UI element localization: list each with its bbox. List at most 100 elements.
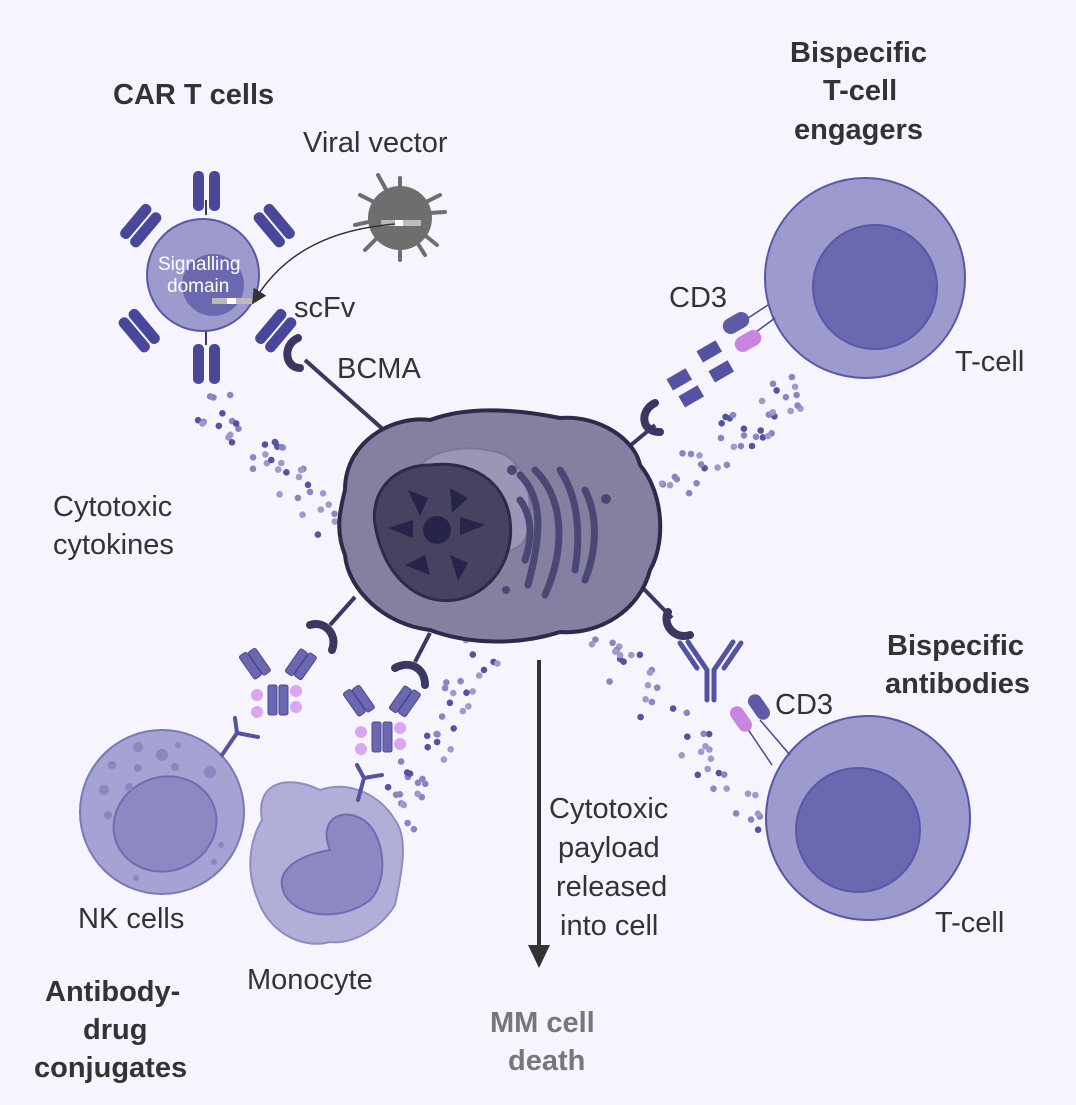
cytokine-dot — [705, 730, 713, 738]
car-receptors — [118, 171, 297, 384]
cytokine-dot — [754, 810, 762, 817]
cytokine-dot — [469, 688, 477, 695]
cytokine-dot — [459, 707, 467, 715]
monocyte-nucleus — [280, 813, 384, 916]
cytokine-dot — [715, 769, 723, 777]
mm-cell — [337, 408, 663, 644]
cytokine-dot — [740, 425, 748, 433]
cytokine-dot — [679, 450, 686, 457]
cytokine-dot — [410, 825, 418, 833]
monocyte — [249, 684, 421, 945]
adc-molecule-icon — [238, 647, 317, 718]
cytokine-dot — [648, 698, 656, 706]
cytokine-dot — [706, 746, 713, 753]
cytokine-dot — [791, 383, 799, 391]
cytokine-dot — [685, 489, 693, 497]
cytokine-dot — [441, 684, 449, 692]
cytokine-dot — [737, 442, 745, 450]
bite-title-1: Bispecific — [790, 37, 927, 69]
cytokine-dot — [465, 703, 472, 710]
cytokine-dot — [331, 510, 338, 518]
bcma-hook-icon — [640, 399, 664, 436]
cytokine-dot — [268, 456, 275, 464]
cytokine-dot — [718, 420, 725, 427]
signalling-domain-label-1: Signalling — [158, 254, 241, 275]
cytokine-dot — [653, 684, 661, 691]
car-t-cell — [118, 171, 297, 384]
cytokine-dot — [732, 810, 740, 817]
cytokine-dot — [434, 731, 441, 738]
cytokine-dot — [278, 459, 285, 467]
cytokine-dot — [606, 678, 613, 685]
cytokine-dot — [642, 696, 649, 703]
cytokine-dot — [740, 432, 748, 439]
cytokine-dot — [794, 402, 801, 409]
cytokine-dot — [636, 651, 644, 659]
endoplasmic-reticulum — [516, 466, 598, 599]
cytokine-dot — [697, 461, 705, 468]
cytokine-dot — [588, 641, 596, 648]
cytokine-dots — [194, 373, 804, 833]
cytokine-dot — [769, 409, 777, 416]
nk-cells-label: NK cells — [78, 903, 185, 935]
cytokine-dot — [299, 511, 306, 518]
cytokine-dot — [225, 434, 232, 441]
cytokine-dot — [788, 373, 796, 381]
adc-title-1: Antibody- — [45, 976, 181, 1008]
cytokine-dot — [644, 681, 652, 689]
cd3-chain-icon — [747, 694, 771, 720]
cytokine-dot — [707, 755, 715, 762]
bcma-hook-icon — [391, 660, 429, 689]
cytokine-dot — [717, 434, 725, 442]
bcma-link-adc-mono — [413, 632, 432, 663]
cytokine-dot — [757, 427, 764, 434]
cytokine-dot — [475, 672, 483, 679]
cytokine-dot — [720, 771, 728, 778]
cytokine-dot — [592, 636, 599, 643]
cytokine-dot — [697, 748, 705, 756]
cytokine-dot — [678, 752, 685, 759]
cytokine-dot — [637, 713, 644, 721]
cytokine-dot — [414, 779, 422, 787]
viral-vector-label: Viral vector — [303, 127, 448, 159]
cytokine-dot — [226, 391, 234, 399]
cd3-chain-icon — [722, 312, 750, 334]
cytokine-dot — [424, 743, 432, 751]
chromatin-segments — [388, 488, 485, 581]
cytokine-dot — [249, 454, 257, 461]
cytokine-dot — [276, 491, 283, 498]
cytokine-dot — [693, 480, 700, 487]
cytokine-dot — [447, 746, 455, 753]
cytokine-dot — [700, 730, 707, 738]
cytokine-dot — [671, 473, 679, 481]
cytokine-dot — [787, 407, 794, 415]
cytokine-dot — [261, 441, 269, 448]
cytokine-dot — [306, 488, 314, 496]
cytokine-dot — [729, 411, 737, 419]
cytokine-dot — [752, 791, 759, 799]
scfv-label: scFv — [294, 292, 356, 324]
bsab-tcell-label: T-cell — [935, 907, 1005, 939]
cytokine-dot — [710, 785, 717, 792]
payload-label-4: into cell — [560, 910, 659, 942]
cytokine-dot — [404, 819, 411, 827]
cytokine-dot — [609, 639, 616, 647]
payload-label-3: released — [556, 871, 668, 903]
cytokine-dot — [419, 775, 426, 783]
virus-capsid — [368, 186, 432, 250]
bsab-title-2: antibodies — [885, 668, 1031, 700]
cytokine-dot — [304, 481, 312, 489]
cytokine-dot — [423, 732, 431, 740]
cytokine-dot — [666, 481, 674, 489]
cytokine-dot — [758, 397, 766, 405]
mm-nucleolus — [423, 516, 451, 544]
bite-title-3: engagers — [794, 114, 923, 146]
bite-cd3-label: CD3 — [669, 282, 728, 314]
monocyte-label: Monocyte — [247, 964, 373, 996]
cytokine-dot — [283, 469, 290, 476]
bcma-link-car-t — [303, 358, 397, 442]
cytokine-dot — [422, 780, 429, 788]
cytokine-dot — [658, 480, 666, 487]
bcma-link-adc-nk — [328, 595, 357, 627]
